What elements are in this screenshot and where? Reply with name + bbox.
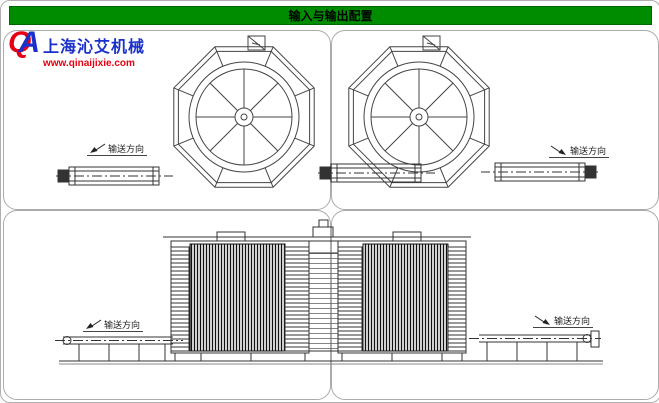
- direction-text: 输送方向: [104, 320, 141, 330]
- arrow-down-right-icon: [550, 145, 566, 155]
- direction-label-top-left: 输送方向: [87, 143, 148, 156]
- page-title: 输入与输出配置: [9, 6, 652, 25]
- arrow-down-left-icon: [86, 319, 102, 329]
- logo-website: www.qinaijixie.com: [43, 58, 135, 69]
- logo-company-name: 上海沁艾机械: [43, 39, 146, 56]
- direction-label-bottom-right: 输送方向: [533, 315, 594, 328]
- company-logo[interactable]: Q A 上海沁艾机械 www.qinaijixie.com: [8, 28, 145, 70]
- arrow-down-right-icon: [534, 315, 550, 325]
- panel-top-view-left: [3, 30, 331, 210]
- logo-a-mark: A: [18, 26, 41, 59]
- direction-text: 输送方向: [554, 316, 591, 326]
- logo-row: Q A 上海沁艾机械: [8, 28, 145, 58]
- arrow-down-left-icon: [90, 143, 106, 153]
- panel-front-view-right: [331, 210, 659, 400]
- panel-front-view-left: [3, 210, 331, 400]
- logo-q-mark: Q: [8, 26, 32, 59]
- direction-text: 输送方向: [570, 146, 607, 156]
- direction-text: 输送方向: [108, 144, 145, 154]
- direction-label-bottom-left: 输送方向: [83, 319, 144, 332]
- panel-top-view-right: [331, 30, 659, 210]
- direction-label-top-right: 输送方向: [549, 145, 610, 158]
